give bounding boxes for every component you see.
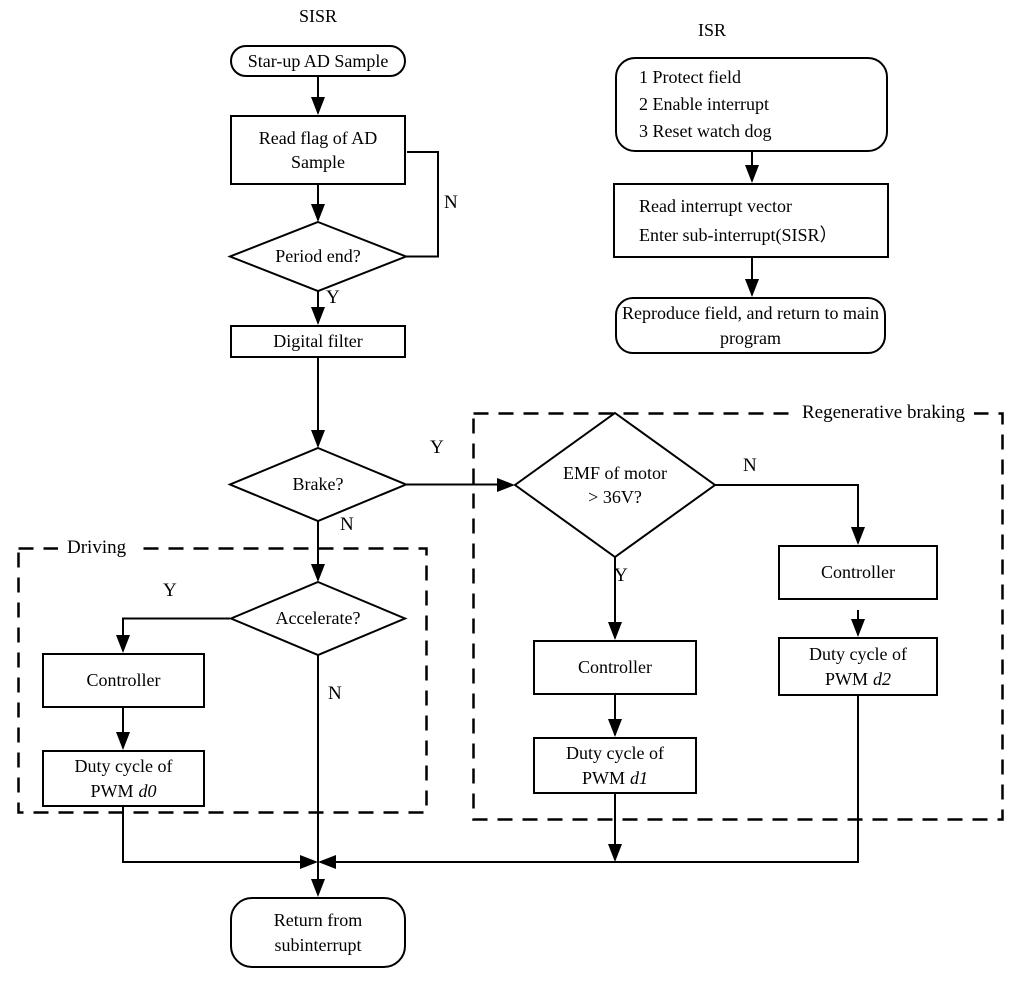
duty-d2-pwm: PWM <box>824 668 868 689</box>
isr-prologue-line2: 2 Enable interrupt <box>639 94 769 114</box>
isr-vector-line2: Enter sub-interrupt(SISR） <box>639 224 838 245</box>
arrowheads <box>116 97 865 897</box>
decision-shapes <box>227 220 717 657</box>
brake-no-label: N <box>340 514 354 535</box>
regen-controller-no-label: Controller <box>821 562 895 583</box>
edge-emf-no <box>715 484 859 543</box>
return-terminal-label: Return from subinterrupt <box>273 910 363 955</box>
digital-filter-label: Digital filter <box>273 331 363 352</box>
regen-controller-yes-process: Controller <box>533 640 697 695</box>
driving-controller-label: Controller <box>86 670 161 691</box>
period-end-diamond <box>227 220 409 293</box>
emf-diamond <box>513 411 717 559</box>
isr-prologue-line3: 3 Reset watch dog <box>639 121 772 141</box>
regen-controller-no-process: Controller <box>778 545 938 600</box>
edge-duty0-to-merge <box>122 806 302 863</box>
digital-filter-process: Digital filter <box>230 325 406 358</box>
start-terminal-label: Star-up AD Sample <box>247 50 389 71</box>
duty-d1-pwm: PWM <box>581 767 625 788</box>
accelerate-diamond <box>228 580 408 657</box>
edge-accelerate-yes <box>122 617 230 651</box>
edge-periodend-no-loop <box>406 151 439 258</box>
regenerative-braking-group-label: Regenerative braking <box>793 402 975 424</box>
read-flag-process: Read flag of AD Sample <box>230 115 406 185</box>
isr-vector-process: Read interrupt vector Enter sub-interrup… <box>613 183 889 258</box>
brake-label: Brake? <box>292 474 344 495</box>
accelerate-yes-label: Y <box>163 580 177 601</box>
duty-d1-var: d1 <box>630 767 648 788</box>
driving-controller-process: Controller <box>42 653 205 708</box>
accelerate-label: Accelerate? <box>275 608 361 629</box>
duty-d1-line1: Duty cycle of <box>566 743 664 764</box>
sisr-title: SISR <box>298 6 338 26</box>
emf-line1: EMF of motor <box>562 462 667 483</box>
emf-no-label: N <box>743 455 757 476</box>
duty-d0-pwm: PWM <box>90 780 134 801</box>
duty-d0-line1: Duty cycle of <box>74 756 173 777</box>
accelerate-decision: Accelerate? <box>230 582 406 655</box>
start-terminal: Star-up AD Sample <box>230 45 406 77</box>
read-flag-label: Read flag of AD Sample <box>258 127 378 172</box>
period-end-label: Period end? <box>275 246 361 267</box>
emf-line2: > 36V? <box>588 487 642 507</box>
duty-d0-var: d0 <box>138 780 157 801</box>
isr-vector-line1: Read interrupt vector <box>639 195 792 216</box>
emf-decision: EMF of motor > 36V? <box>515 413 715 557</box>
duty-d2-line1: Duty cycle of <box>809 644 907 665</box>
isr-epilogue-terminal: Reproduce field, and return to main prog… <box>615 297 886 354</box>
accelerate-no-label: N <box>328 683 342 704</box>
isr-prologue-terminal: 1 Protect field 2 Enable interrupt 3 Res… <box>615 57 888 152</box>
regen-controller-yes-label: Controller <box>578 657 652 678</box>
emf-yes-label: Y <box>614 565 628 586</box>
edge-duty2-to-merge <box>334 696 859 863</box>
isr-prologue-line1: 1 Protect field <box>639 67 741 87</box>
return-terminal: Return from subinterrupt <box>230 897 406 968</box>
brake-yes-label: Y <box>430 437 444 458</box>
duty-d2-var: d2 <box>873 668 891 689</box>
period-end-no-label: N <box>444 192 458 213</box>
regenerative-braking-group-box <box>472 412 1004 821</box>
brake-diamond <box>227 446 409 523</box>
driving-group-box <box>17 547 428 814</box>
period-end-decision: Period end? <box>230 222 406 291</box>
isr-epilogue-label: Reproduce field, and return to main prog… <box>622 303 879 348</box>
period-end-yes-label: Y <box>326 287 340 308</box>
isr-title: ISR <box>697 20 726 40</box>
driving-group-label: Driving <box>58 537 136 559</box>
brake-decision: Brake? <box>230 448 406 521</box>
connectors <box>122 76 859 880</box>
